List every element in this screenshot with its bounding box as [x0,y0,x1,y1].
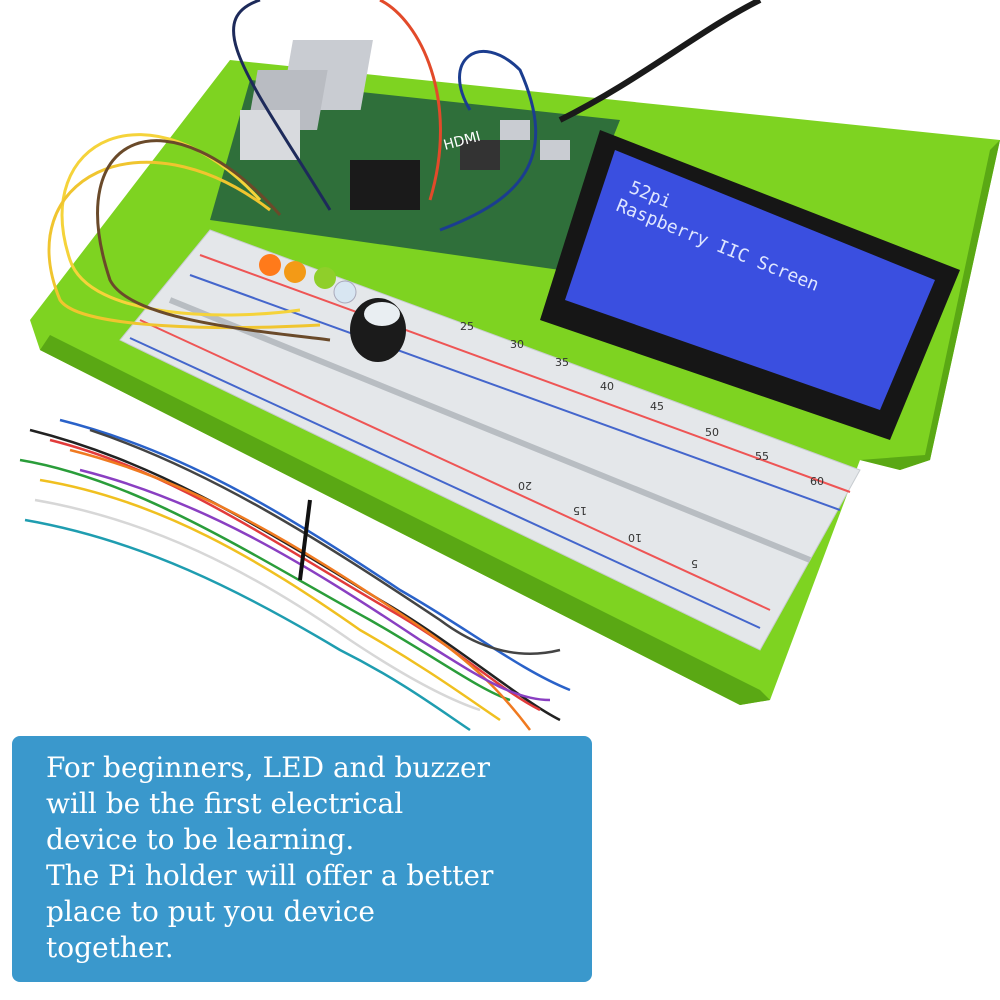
led-clear [333,280,357,304]
caption-line: will be the first electrical [46,787,404,820]
led-components [259,254,357,304]
row-number: 50 [705,426,719,439]
row-number: 55 [755,450,769,463]
row-number: 5 [691,557,698,570]
row-number: 40 [600,380,614,393]
lcd-module: 52pi Raspberry IIC Screen [540,130,960,440]
row-number: 45 [650,400,664,413]
caption-line: place to put you device [46,895,375,928]
caption-box: For beginners, LED and buzzer will be th… [12,736,592,982]
caption-line: device to be learning. [46,823,355,856]
led-orange-2 [284,261,306,283]
connected-wires [47,0,762,342]
row-number: 60 [810,475,824,488]
caption-line: For beginners, LED and buzzer [46,751,490,784]
breadboard: 25 30 35 40 45 50 55 60 20 15 10 5 [119,229,861,651]
row-number: 10 [628,531,642,544]
led-green [314,267,336,289]
caption-line: together. [46,931,174,964]
buzzer [350,298,406,362]
row-number: 35 [555,356,569,369]
breadboard-row-numbers: 25 30 35 40 45 50 55 60 20 15 10 5 [460,320,824,570]
caption-line: The Pi holder will offer a better [46,859,494,892]
row-number: 15 [573,504,587,517]
raspberry-pi-board: HDMI [210,40,620,270]
row-number: 25 [460,320,474,333]
row-number: 30 [510,338,524,351]
row-number: 20 [518,479,532,492]
jumper-wire-bundle [19,418,571,732]
led-orange-1 [259,254,281,276]
